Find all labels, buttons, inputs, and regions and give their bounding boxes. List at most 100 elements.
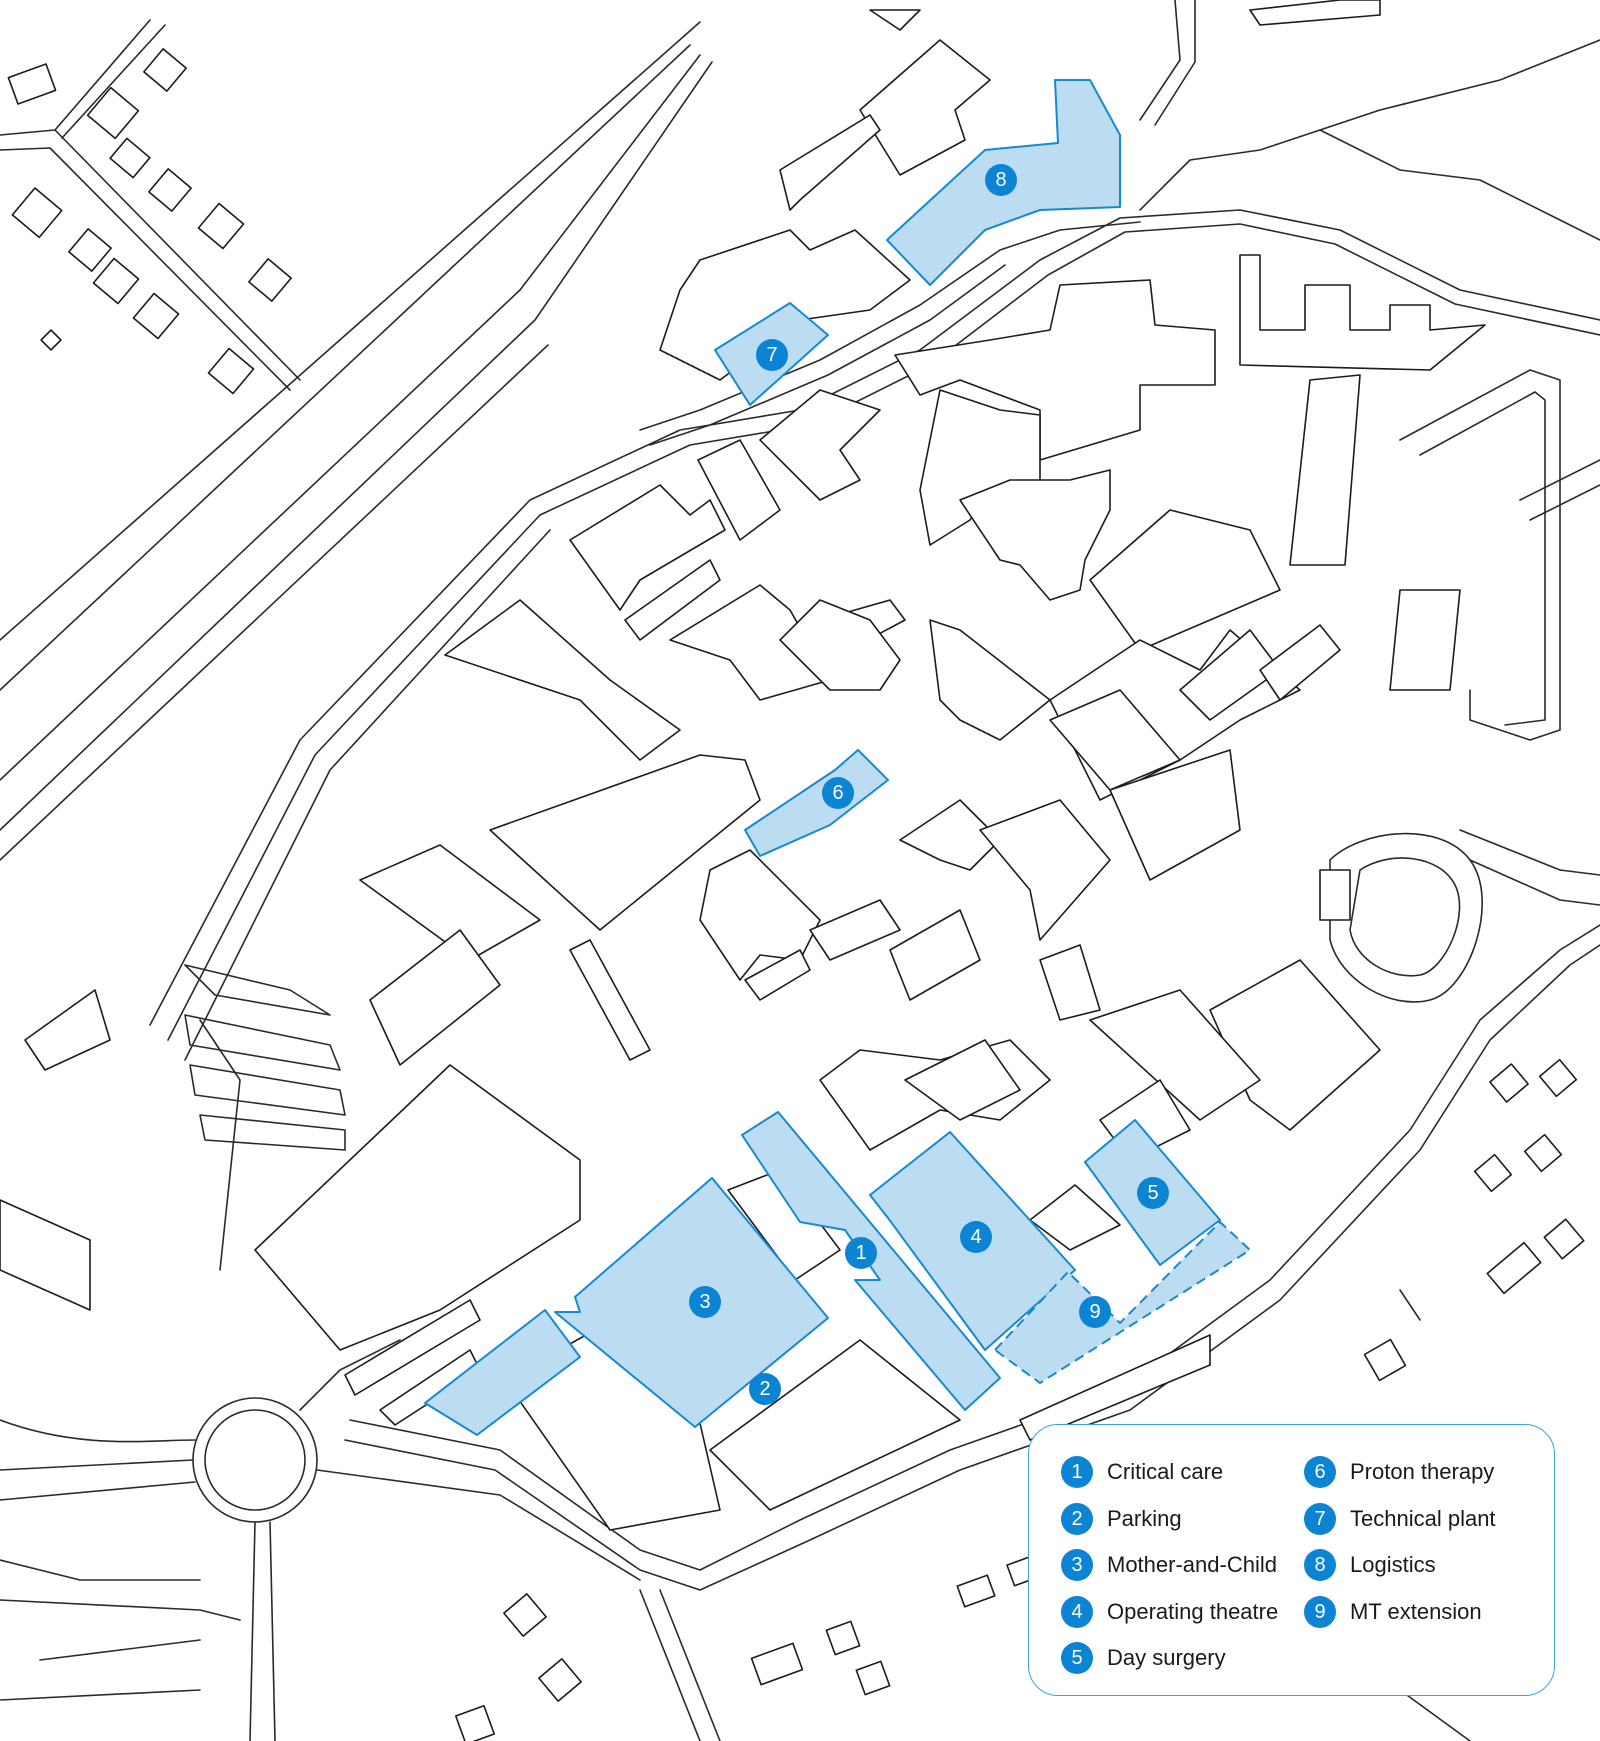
legend-item-parking[interactable]: 2 Parking (1061, 1502, 1182, 1536)
legend-item-operating-theatre[interactable]: 4 Operating theatre (1061, 1595, 1278, 1629)
legend-label: Mother-and-Child (1107, 1552, 1277, 1577)
building (40, 329, 62, 351)
area-mt-extension (993, 1220, 1252, 1385)
marker-6[interactable]: 6 (822, 777, 854, 809)
road (0, 1481, 196, 1501)
road (0, 61, 713, 831)
road (167, 223, 1600, 1041)
building (1239, 254, 1486, 371)
road (316, 1469, 641, 1581)
legend-label: Day surgery (1107, 1645, 1226, 1670)
legend-item-critical-care[interactable]: 1 Critical care (1061, 1455, 1223, 1489)
marker-2-label: 2 (759, 1378, 770, 1400)
marker-7-label: 7 (766, 344, 777, 366)
building (569, 484, 726, 611)
marker-7[interactable]: 7 (756, 339, 788, 371)
legend-label: Proton therapy (1350, 1459, 1495, 1484)
building (197, 202, 245, 250)
building (1249, 0, 1381, 26)
building (1289, 374, 1361, 566)
road (1469, 859, 1600, 906)
marker-4[interactable]: 4 (960, 1221, 992, 1253)
building (538, 1658, 582, 1702)
building (1259, 624, 1341, 701)
road (1529, 484, 1600, 521)
building (929, 619, 1051, 741)
building (1089, 509, 1281, 651)
building (0, 1199, 91, 1311)
marker-9-label: 9 (1089, 1301, 1100, 1323)
road (0, 54, 701, 781)
building (1363, 1338, 1407, 1382)
building (779, 599, 901, 691)
building (68, 228, 112, 272)
building (1109, 749, 1241, 881)
building (7, 63, 57, 105)
building (624, 559, 721, 641)
legend-number: 6 (1304, 1456, 1336, 1488)
road (1349, 857, 1461, 977)
building (369, 929, 501, 1066)
road (0, 344, 549, 861)
road (1139, 0, 1181, 121)
roundabout (204, 1409, 306, 1511)
legend-number: 7 (1304, 1503, 1336, 1535)
legend-number: 2 (1061, 1503, 1093, 1535)
building (1039, 944, 1101, 1021)
parking-strip (184, 1014, 341, 1071)
road (0, 1459, 194, 1471)
area-mother-and-child-annex (424, 1309, 581, 1436)
parking-strip (199, 1114, 346, 1151)
legend-number: 8 (1304, 1549, 1336, 1581)
legend-item-technical-plant[interactable]: 7 Technical plant (1304, 1502, 1496, 1536)
marker-9[interactable]: 9 (1079, 1296, 1111, 1328)
legend-item-logistics[interactable]: 8 Logistics (1304, 1548, 1436, 1582)
road (0, 21, 701, 641)
building (11, 187, 63, 239)
legend-item-day-surgery[interactable]: 5 Day surgery (1061, 1641, 1226, 1675)
building (869, 9, 921, 31)
building (1538, 1058, 1578, 1098)
road (39, 1639, 201, 1661)
building (503, 1593, 547, 1637)
building (744, 949, 811, 1001)
road (1329, 832, 1483, 1003)
legend-item-mt-extension[interactable]: 9 MT extension (1304, 1595, 1482, 1629)
road (199, 1019, 241, 1271)
building (750, 1642, 804, 1686)
marker-1[interactable]: 1 (845, 1237, 877, 1269)
road (1399, 369, 1561, 741)
map-markers: 1 2 3 4 5 6 7 8 (689, 164, 1169, 1405)
marker-3[interactable]: 3 (689, 1286, 721, 1318)
building (779, 114, 881, 211)
legend-number: 1 (1061, 1456, 1093, 1488)
building (1209, 959, 1381, 1131)
building (86, 86, 140, 140)
building (143, 48, 187, 92)
parking-strip (184, 964, 331, 1016)
road (1459, 829, 1600, 876)
building (1489, 1063, 1529, 1103)
building (759, 389, 881, 501)
building (1543, 1218, 1585, 1260)
building (904, 1039, 1021, 1121)
road (639, 1589, 701, 1741)
legend-number: 9 (1304, 1596, 1336, 1628)
road (249, 1521, 256, 1741)
building (699, 849, 821, 981)
building (1473, 1153, 1513, 1193)
building (92, 257, 140, 305)
road (639, 221, 1141, 431)
marker-8[interactable]: 8 (985, 164, 1017, 196)
marker-4-label: 4 (970, 1226, 981, 1248)
legend-label: Critical care (1107, 1459, 1224, 1484)
road (0, 1559, 201, 1581)
legend-item-mother-and-child[interactable]: 3 Mother-and-Child (1061, 1548, 1277, 1582)
building (825, 1620, 861, 1656)
marker-2[interactable]: 2 (749, 1373, 781, 1405)
legend-item-proton-therapy[interactable]: 6 Proton therapy (1304, 1455, 1494, 1489)
building (569, 939, 651, 1061)
marker-5[interactable]: 5 (1137, 1177, 1169, 1209)
building (132, 292, 180, 340)
